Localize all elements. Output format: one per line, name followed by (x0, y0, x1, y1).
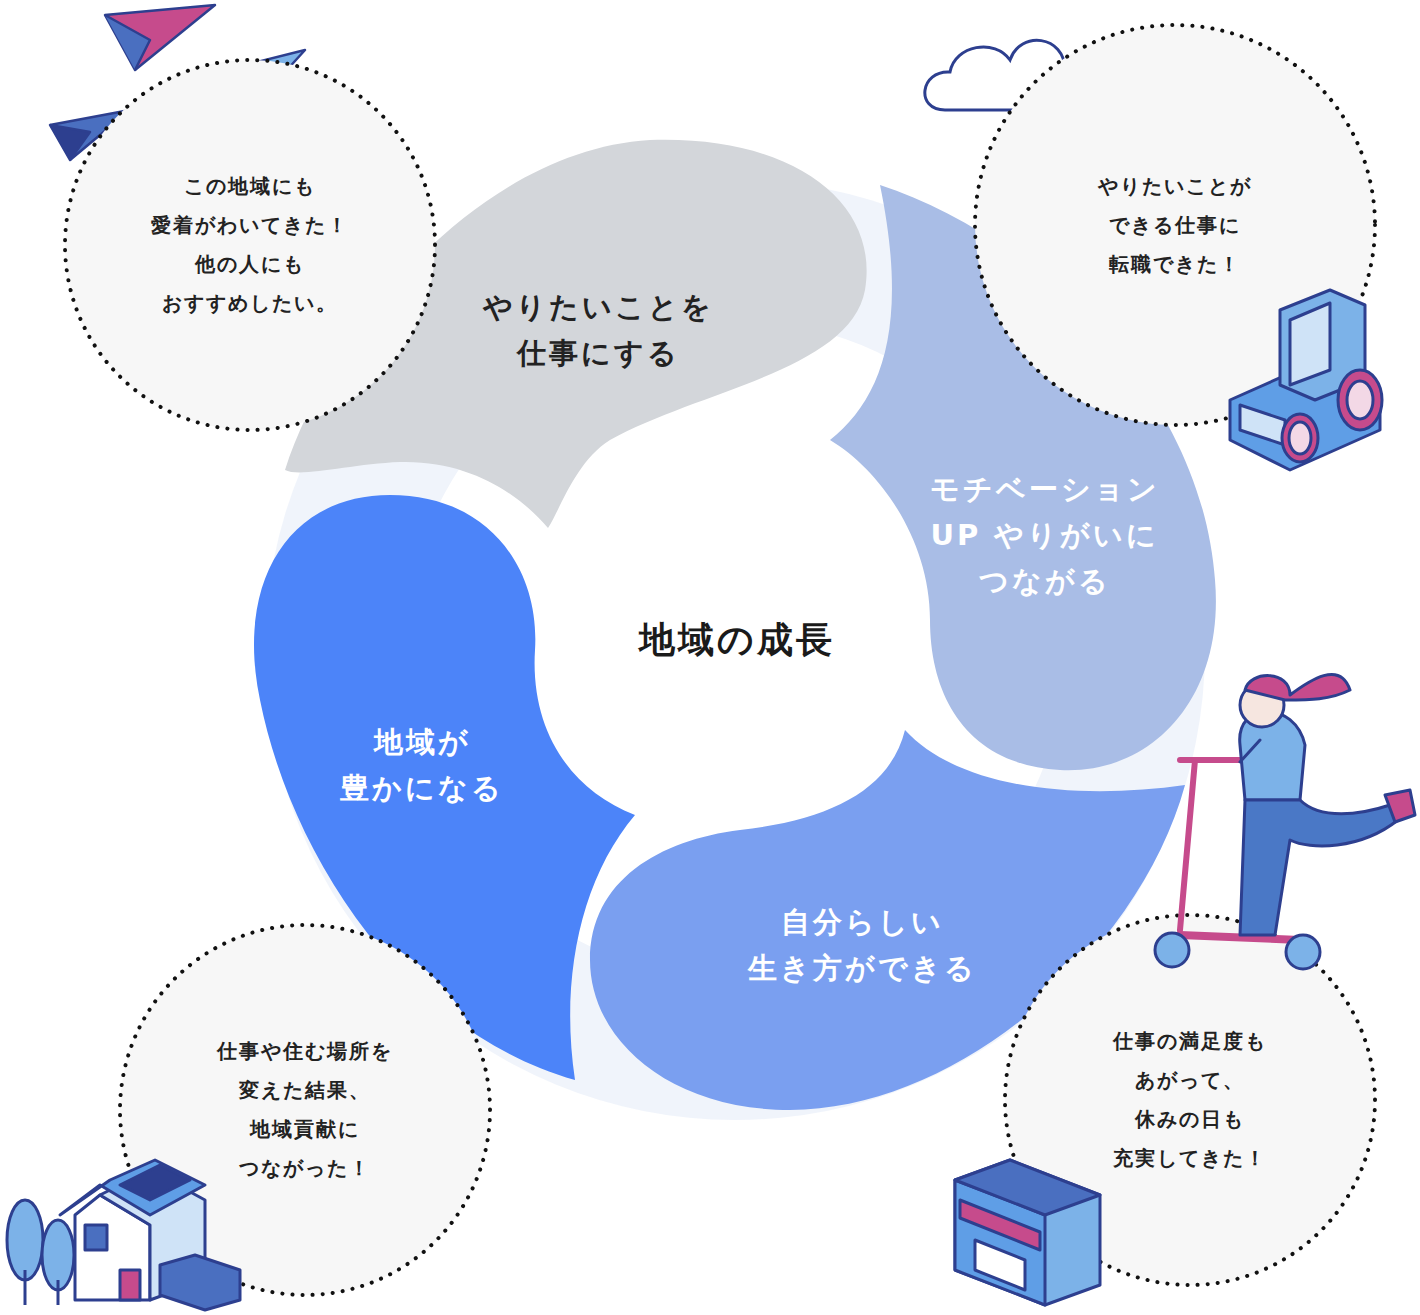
cycle-segment: やりたいことを 仕事にする (483, 284, 714, 376)
cycle-segment: 自分らしい 生き方ができる (748, 899, 977, 991)
speech-bubble: やりたいことが できる仕事に 転職できた！ (971, 21, 1379, 429)
dotted-circle (61, 56, 439, 434)
speech-bubble: この地域にも 愛着がわいてきた！ 他の人にも おすすめしたい。 (61, 56, 439, 434)
segment-label: やりたいことを 仕事にする (483, 284, 714, 376)
speech-bubble: 仕事や住む場所を 変えた結果、 地域貢献に つながった！ (116, 921, 494, 1299)
center-title: 地域の成長 (639, 616, 835, 665)
cycle-segment: 地域が 豊かになる (340, 719, 504, 811)
segment-label: モチベーション UP やりがいに つながる (930, 466, 1160, 604)
speech-bubble: 仕事の満足度も あがって、 休みの日も 充実してきた！ (1001, 911, 1379, 1289)
bubble-text: 仕事や住む場所を 変えた結果、 地域貢献に つながった！ (217, 1032, 393, 1188)
dotted-circle (1001, 911, 1379, 1289)
cycle-segment: モチベーション UP やりがいに つながる (930, 466, 1160, 604)
segment-label: 地域が 豊かになる (340, 719, 504, 811)
dotted-circle (116, 921, 494, 1299)
bubble-text: やりたいことが できる仕事に 転職できた！ (1098, 167, 1252, 284)
bubble-text: 仕事の満足度も あがって、 休みの日も 充実してきた！ (1113, 1022, 1267, 1178)
bubble-text: この地域にも 愛着がわいてきた！ 他の人にも おすすめしたい。 (151, 167, 349, 323)
segment-label: 自分らしい 生き方ができる (748, 899, 977, 991)
